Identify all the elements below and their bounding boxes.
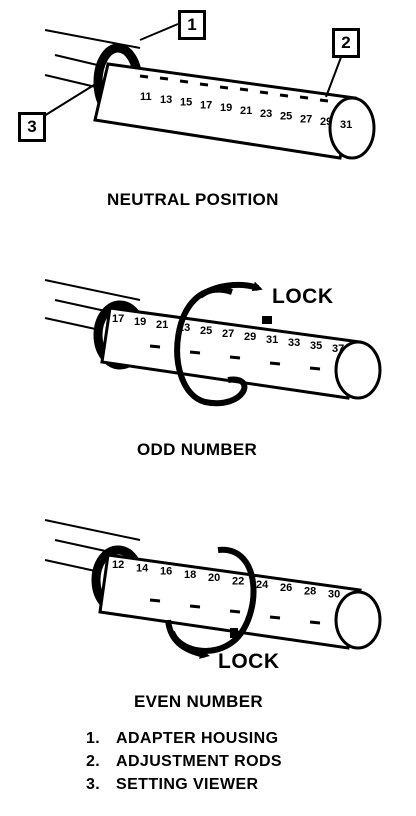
legend-item: 3. SETTING VIEWER (86, 776, 282, 799)
lock-arrow-bottom (165, 619, 210, 659)
caption-neutral: NEUTRAL POSITION (107, 190, 279, 209)
scale-number: 30 (328, 589, 340, 601)
scale-number: 21 (240, 105, 252, 117)
leader-line-2 (325, 51, 344, 98)
legend-label: ADJUSTMENT RODS (116, 753, 283, 770)
legend-number: 1. (86, 730, 101, 747)
scale-number: 20 (208, 572, 220, 584)
scale-number: 26 (280, 582, 292, 594)
leader-line-1 (139, 23, 179, 41)
scale-number: 25 (200, 325, 212, 337)
scale-number: 28 (304, 585, 316, 597)
scale-number: 17 (200, 99, 212, 111)
scale-number: 29 (320, 116, 332, 128)
callout-1: 1 (178, 10, 206, 40)
caption-even: EVEN NUMBER (134, 692, 263, 711)
outer-rod-lines (44, 519, 141, 573)
scale-numbers: 12 14 16 18 20 22 24 26 28 30 (112, 559, 340, 601)
lock-label-even: LOCK (218, 650, 280, 673)
adjustment-rod-body (98, 553, 362, 650)
callout-3: 3 (18, 112, 46, 142)
legend-item: 2. ADJUSTMENT RODS (86, 753, 282, 776)
scale-number: 12 (112, 559, 124, 571)
scale-number: 37 (332, 343, 344, 355)
rod-end (328, 96, 376, 160)
lock-label-odd: LOCK (272, 285, 334, 308)
rod-end (334, 590, 382, 650)
rod-end (334, 340, 382, 400)
lock-arrow-top (198, 281, 263, 299)
legend-item: 1. ADAPTER HOUSING (86, 730, 282, 753)
scale-number: 17 (112, 313, 124, 325)
panel-even-rod: 12 14 16 18 20 22 24 26 28 30 (44, 519, 382, 659)
callout-2: 2 (332, 28, 360, 58)
scale-number: 11 (140, 91, 152, 103)
scale-number: 16 (160, 566, 172, 578)
scale-ticks (139, 74, 329, 103)
scale-number: 27 (222, 328, 234, 340)
scale-number: 23 (260, 108, 272, 120)
scale-number: 25 (280, 111, 292, 123)
adjustment-rod-body (93, 62, 357, 160)
panel-neutral-rod: 11 13 15 17 19 21 23 25 27 29 31 (44, 29, 376, 160)
scale-number: 19 (220, 102, 232, 114)
scale-number: 18 (184, 569, 196, 581)
scale-number: 35 (310, 340, 322, 352)
legend-label: SETTING VIEWER (116, 776, 259, 793)
setting-viewer-pin (230, 628, 238, 638)
scale-number: 15 (180, 97, 192, 109)
scale-dashes (149, 598, 321, 625)
lock-rotation-arrow-icon (174, 286, 248, 407)
adjustment-rod-body (100, 306, 362, 400)
scale-number: 31 (266, 334, 278, 346)
scale-number: 19 (134, 316, 146, 328)
legend-label: ADAPTER HOUSING (116, 730, 279, 747)
scale-dashes (149, 344, 321, 371)
scale-number: 22 (232, 576, 244, 588)
legend: 1. ADAPTER HOUSING 2. ADJUSTMENT RODS 3. SE… (86, 730, 282, 799)
scale-number: 27 (300, 113, 312, 125)
scale-number: 24 (256, 579, 269, 591)
scale-number: 14 (136, 562, 149, 574)
scale-numbers: 11 13 15 17 19 21 23 25 27 29 31 (140, 91, 352, 131)
leader-line-3 (43, 79, 103, 117)
legend-number: 2. (86, 753, 101, 770)
scale-number: 33 (288, 337, 300, 349)
outer-rod-lines (44, 279, 141, 331)
scale-number: 29 (244, 331, 256, 343)
scale-number: 21 (156, 319, 168, 331)
scale-number: 13 (160, 94, 172, 106)
legend-number: 3. (86, 776, 101, 793)
scale-number: 31 (340, 119, 352, 131)
caption-odd: ODD NUMBER (137, 440, 258, 459)
setting-viewer-pin (262, 316, 272, 324)
